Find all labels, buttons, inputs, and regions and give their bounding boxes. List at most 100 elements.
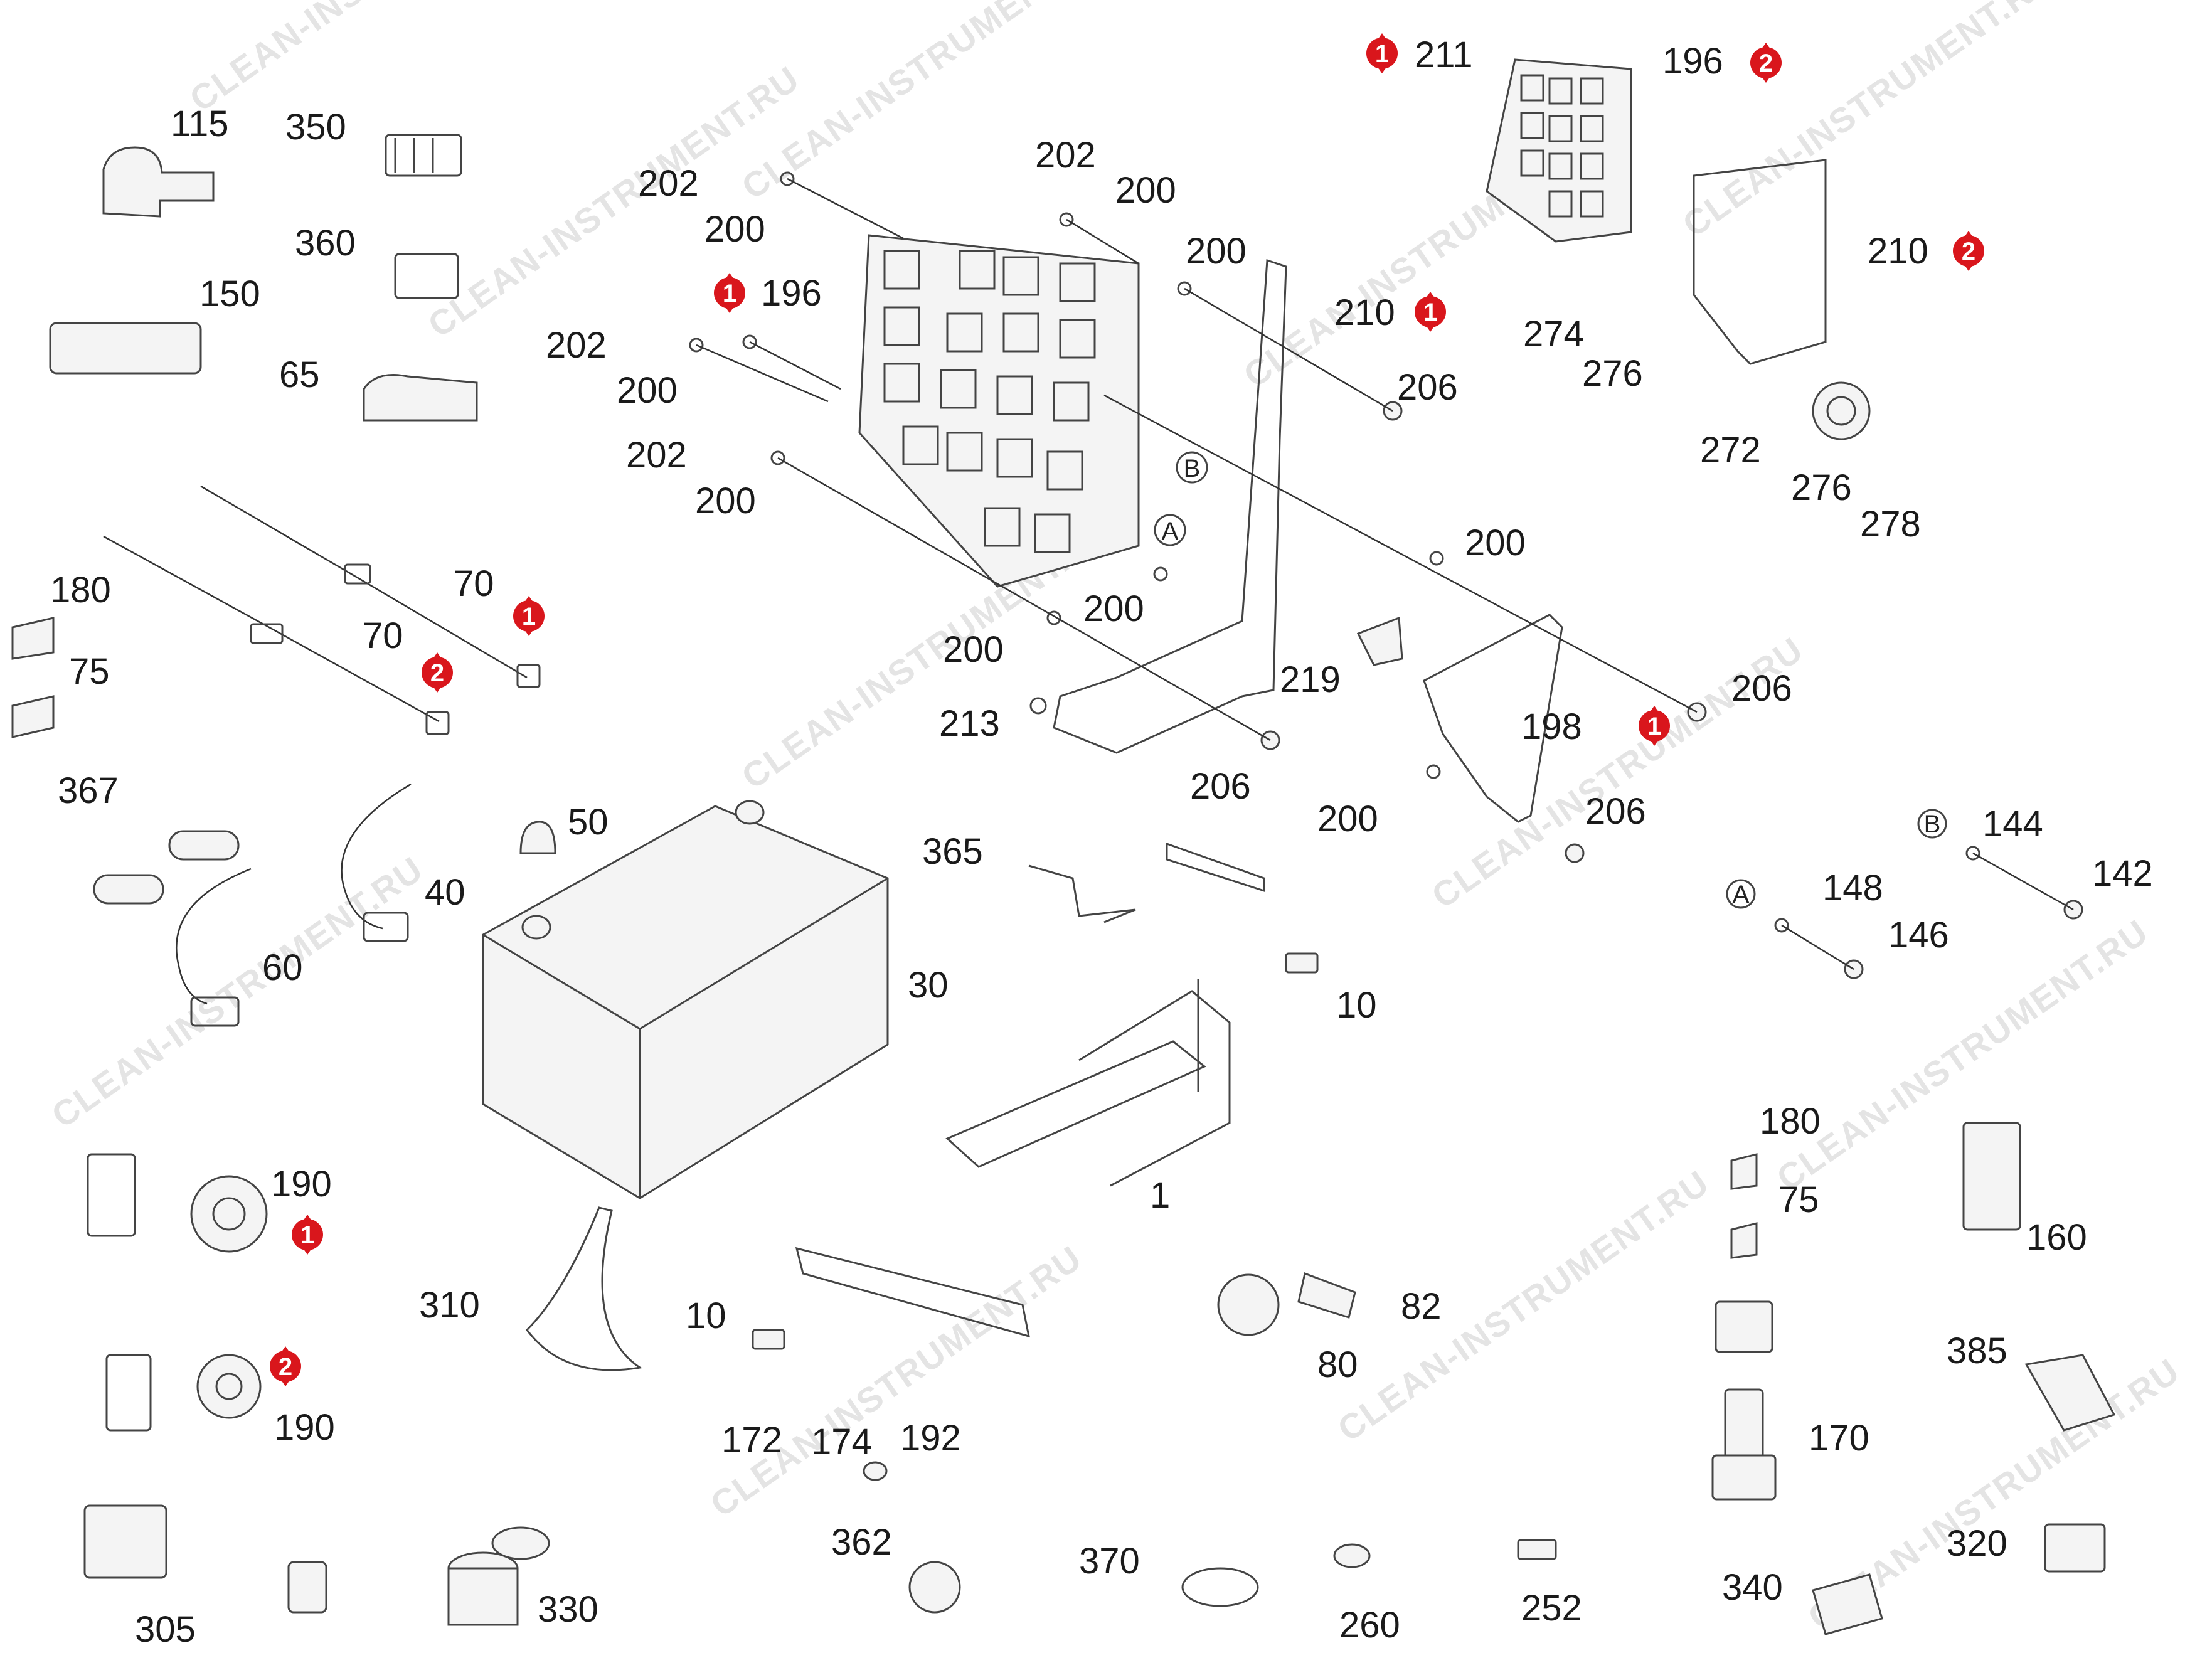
part-label: 310 [419, 1285, 480, 1326]
svg-text:1: 1 [1647, 713, 1661, 740]
part-label: 200 [1317, 799, 1378, 839]
part-label: 350 [285, 107, 346, 147]
part-label: 82 [1401, 1286, 1442, 1327]
watermark: CLEAN-INSTRUMENT.RU [1331, 1162, 1716, 1449]
part-label: 148 [1822, 868, 1883, 908]
part-label: 170 [1809, 1418, 1869, 1459]
part-label: 252 [1521, 1588, 1582, 1629]
part-label: 200 [1465, 523, 1526, 563]
variant-badge: 1 [1639, 706, 1670, 746]
part-label: 80 [1317, 1344, 1358, 1385]
part-label: 200 [943, 629, 1004, 670]
part-label: 1 [1150, 1175, 1170, 1216]
part-label: 206 [1397, 367, 1458, 408]
callout-b: B [1924, 811, 1941, 838]
part-label: 370 [1079, 1541, 1140, 1582]
callout-b: B [1184, 455, 1201, 482]
part-label: 206 [1190, 766, 1251, 807]
part-label: 180 [50, 570, 111, 610]
watermark: CLEAN-INSTRUMENT.RU [183, 0, 568, 119]
svg-text:2: 2 [1962, 238, 1975, 265]
part-label: 200 [1083, 588, 1144, 629]
watermark: CLEAN-INSTRUMENT.RU [1770, 912, 2156, 1198]
variant-badge: 1 [714, 273, 745, 313]
part-label: 200 [1186, 231, 1247, 272]
part-label: 146 [1888, 915, 1949, 955]
part-illustrations [11, 58, 2116, 1635]
callout-circle-a [1154, 514, 1186, 546]
part-label: 65 [279, 354, 320, 395]
svg-text:1: 1 [300, 1221, 314, 1249]
svg-text:1: 1 [1375, 40, 1389, 68]
part-label: 198 [1521, 706, 1582, 747]
part-label: 219 [1280, 659, 1341, 700]
svg-text:2: 2 [1759, 50, 1773, 77]
part-label: 320 [1947, 1523, 2007, 1564]
variant-badge: 1 [292, 1215, 323, 1255]
part-label: 213 [939, 703, 1000, 744]
part-label: 362 [831, 1522, 892, 1563]
part-label: 305 [135, 1609, 196, 1650]
part-label: 276 [1582, 353, 1643, 394]
watermark: CLEAN-INSTRUMENT.RU [703, 1238, 1089, 1524]
part-label: 211 [1415, 35, 1472, 75]
part-label: 192 [900, 1418, 961, 1459]
part-label: 160 [2026, 1217, 2087, 1258]
part-label: 200 [695, 481, 756, 521]
variant-badge: 2 [1953, 231, 1984, 271]
letter-callouts: B A B A [1154, 451, 1947, 909]
part-label: 50 [568, 802, 609, 843]
part-label: 202 [546, 325, 607, 366]
part-label: 10 [1336, 985, 1377, 1026]
part-label: 340 [1722, 1567, 1783, 1608]
part-label: 10 [686, 1295, 726, 1336]
part-label: 272 [1700, 430, 1761, 471]
part-label: 75 [69, 651, 110, 692]
part-label: 70 [363, 615, 403, 656]
svg-text:1: 1 [522, 603, 536, 630]
part-label: 200 [704, 209, 765, 250]
part-label: 385 [1947, 1331, 2007, 1371]
variant-badge: 2 [422, 652, 453, 693]
part-label: 75 [1778, 1179, 1819, 1220]
part-label: 202 [638, 163, 699, 204]
part-label: 144 [1982, 804, 2043, 844]
part-label: 196 [1662, 41, 1723, 82]
part-label: 202 [1035, 135, 1096, 176]
callout-circle-b [1917, 809, 1947, 839]
part-label: 70 [454, 563, 494, 604]
part-label: 365 [922, 831, 983, 872]
part-label: 30 [908, 965, 949, 1006]
variant-badges: 1 2 2 1 1 1 2 1 [270, 33, 1984, 1386]
svg-text:1: 1 [723, 280, 736, 307]
part-label: 172 [721, 1420, 782, 1460]
part-label: 150 [199, 274, 260, 314]
variant-badge: 1 [1366, 33, 1398, 73]
watermark: CLEAN-INSTRUMENT.RU [1676, 0, 2061, 245]
variant-badge: 1 [513, 596, 545, 636]
part-label: 202 [626, 435, 687, 476]
part-label: 278 [1860, 504, 1921, 545]
part-label: 200 [1115, 170, 1176, 211]
part-label: 206 [1731, 668, 1792, 709]
part-label: 200 [617, 370, 678, 411]
svg-text:1: 1 [1423, 299, 1437, 326]
part-label: 274 [1523, 314, 1584, 354]
part-label: 190 [271, 1164, 332, 1204]
part-label: 190 [274, 1407, 335, 1448]
part-label: 367 [58, 770, 119, 811]
svg-text:2: 2 [279, 1353, 292, 1381]
part-label: 115 [171, 104, 228, 144]
part-label: 360 [295, 223, 356, 263]
part-label: 196 [761, 273, 822, 314]
part-label: 210 [1334, 292, 1395, 333]
part-label: 174 [811, 1422, 872, 1462]
part-label: 142 [2092, 853, 2153, 894]
part-label: 330 [538, 1589, 598, 1630]
callout-circle-a [1726, 879, 1756, 909]
variant-badge: 1 [1415, 292, 1446, 332]
part-label: 60 [262, 947, 303, 988]
callout-circle-b [1176, 451, 1208, 484]
part-label: 40 [425, 872, 465, 913]
